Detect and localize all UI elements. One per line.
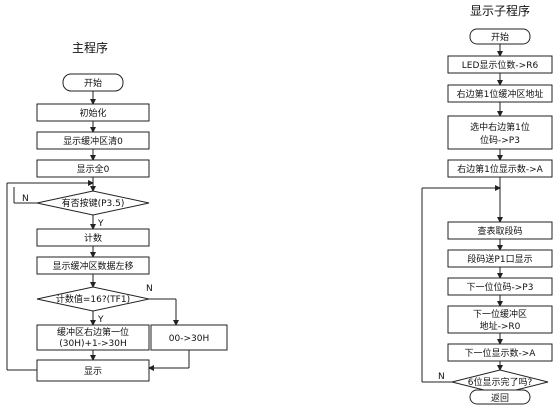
sub-led-digits-label: LED显示位数->R6 bbox=[462, 59, 539, 71]
sub-lookup-label: 查表取段码 bbox=[477, 225, 522, 237]
sub-return-label: 返回 bbox=[491, 392, 509, 404]
main-buffer-right-first-line1: 缓冲区右边第一位 bbox=[57, 326, 129, 338]
sub-segment-p1-label: 段码送P1口显示 bbox=[467, 253, 532, 265]
sub-select-right-first-box bbox=[447, 115, 553, 150]
sub-right-first-num-label: 右边第1位显示数->A bbox=[457, 163, 544, 175]
main-key-decision-label: 有否按键(P3.5) bbox=[62, 197, 125, 209]
main-key-decision bbox=[36, 190, 150, 216]
sub-done-no-label: N bbox=[438, 372, 445, 382]
sub-return-terminal bbox=[469, 389, 531, 405]
sub-next-buffer-line2: 地址->R0 bbox=[480, 320, 521, 332]
sub-select-right-first-line2: 位码->P3 bbox=[480, 134, 520, 146]
sub-start-label: 开始 bbox=[491, 31, 509, 43]
main-count-yes-label: Y bbox=[97, 315, 104, 325]
main-shift-buffer-label: 显示缓冲区数据左移 bbox=[52, 260, 133, 272]
sub-next-buffer-line1: 下一位缓冲区 bbox=[473, 308, 527, 320]
main-load-00-box bbox=[150, 324, 228, 351]
main-start-label: 开始 bbox=[84, 77, 102, 89]
main-display-zero-label: 显示全0 bbox=[77, 163, 110, 175]
main-display-label: 显示 bbox=[84, 366, 102, 377]
sub-next-num-label: 下一位显示数->A bbox=[465, 347, 537, 359]
main-title: 主程序 bbox=[72, 40, 108, 55]
main-buffer-right-first-line2: (30H)+1->30H bbox=[59, 339, 127, 349]
main-clear-buffer-label: 显示缓冲区清0 bbox=[63, 135, 123, 147]
main-count-no-label: N bbox=[146, 284, 153, 294]
main-key-no-label: N bbox=[22, 194, 29, 204]
main-count-decision-label: 计数值=16?(TF1) bbox=[56, 293, 130, 305]
sub-select-right-first-line1: 选中右边第1位 bbox=[470, 121, 530, 133]
sub-done-decision-label: 6位显示完了吗? bbox=[468, 376, 533, 388]
main-init-label: 初始化 bbox=[79, 107, 106, 119]
sub-title: 显示子程序 bbox=[470, 3, 530, 18]
sub-next-bit-code-label: 下一位位码->P3 bbox=[467, 281, 534, 293]
main-count-label: 计数 bbox=[84, 232, 102, 244]
sub-right-first-addr-label: 右边第1位缓冲区地址 bbox=[457, 88, 544, 100]
main-load-00-label: 00->30H bbox=[169, 334, 209, 344]
main-key-yes-label: Y bbox=[97, 219, 104, 229]
